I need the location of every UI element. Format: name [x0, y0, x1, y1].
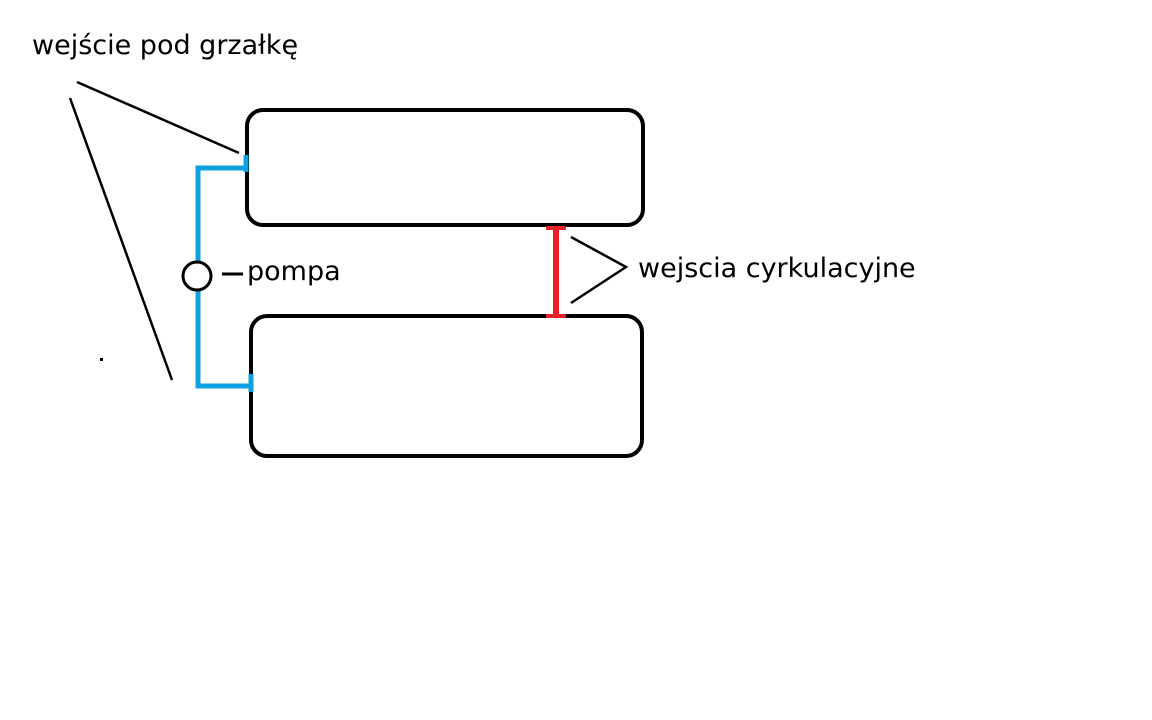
stray-dot: [100, 358, 103, 361]
heater-leader-bottom: [68, 97, 174, 381]
heater-leader-top: [76, 80, 240, 155]
pump-label: pompa: [247, 256, 341, 287]
circulation-leader: [570, 235, 629, 305]
lower-tank: [249, 314, 644, 458]
pump-symbol: [181, 260, 213, 292]
upper-tank: [245, 108, 645, 227]
circulation-inlets-label: wejscia cyrkulacyjne: [638, 253, 916, 284]
heater-inlet-label: wejście pod grzałkę: [32, 30, 299, 61]
